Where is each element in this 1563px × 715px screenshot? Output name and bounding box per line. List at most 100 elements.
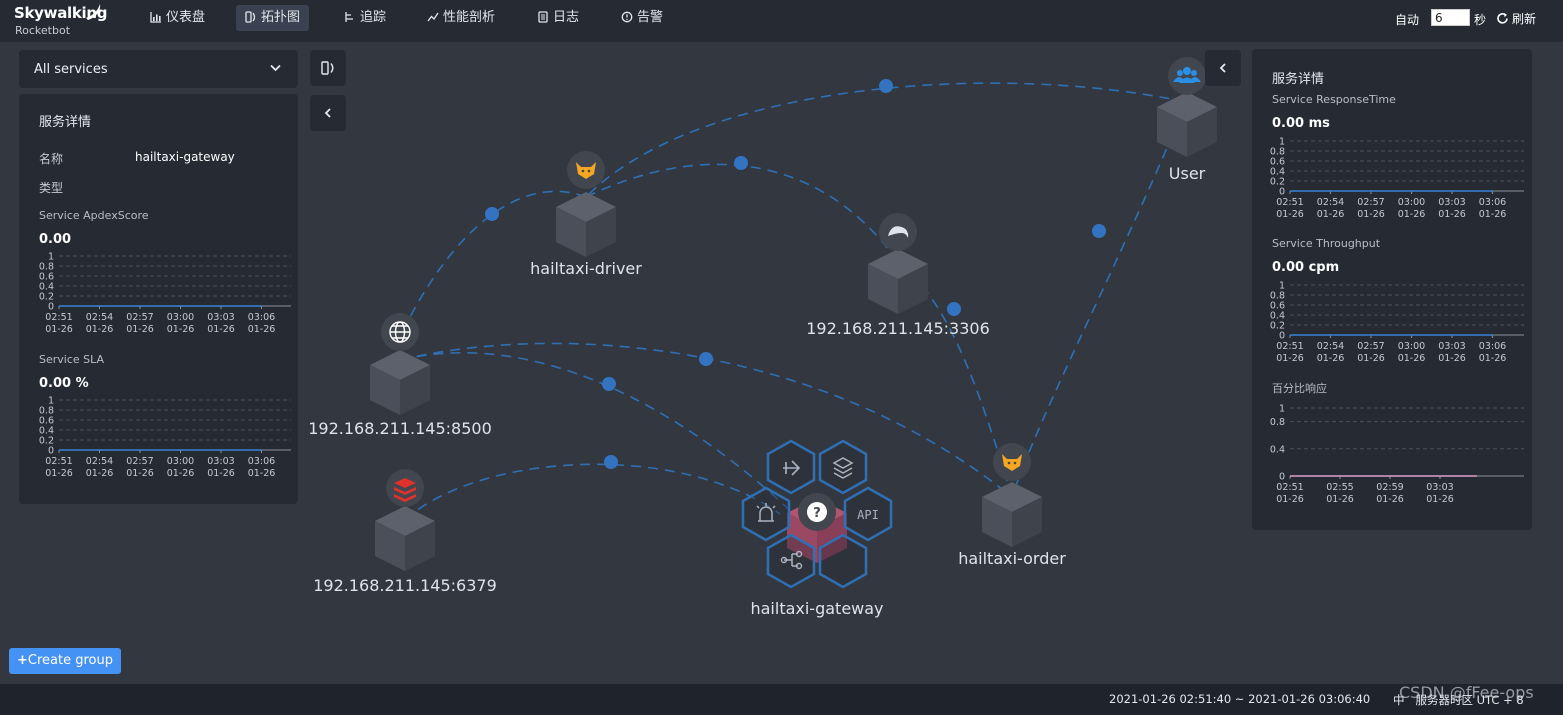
chevron-left-icon [324,108,331,118]
create-group-button[interactable]: +Create group [9,648,121,674]
throughput-chart: 00.20.40.60.8102:5101-2602:5401-2602:570… [1270,281,1524,364]
nav-alarm[interactable]: 告警 [612,5,672,31]
y-tick-label: 0 [1279,331,1285,342]
refresh-icon [1497,13,1508,24]
nav-label: 告警 [637,10,664,25]
edge-dot[interactable] [699,352,713,366]
y-tick-label: 0.8 [1270,417,1285,428]
y-tick-label: 0.6 [39,272,54,283]
edge-consul-gateway[interactable] [399,351,801,521]
percentile-chart: 00.40.8102:5101-2602:5501-2602:5901-2603… [1270,404,1524,505]
logo-swoosh-icon [86,4,101,20]
nav-profile[interactable]: 性能剖析 [418,5,504,31]
x-tick-label: 03:06 [248,312,275,323]
x-tick-label: 02:57 [126,456,153,467]
edge-dot[interactable] [602,377,616,391]
trace-menu-icon[interactable] [766,439,816,495]
y-tick-label: 1 [1279,281,1285,292]
percentile-label: 百分比响应 [1272,382,1327,395]
x-tick-label: 03:06 [1479,341,1506,352]
y-tick-label: 0 [1279,187,1285,198]
response-time-chart: 00.20.40.60.8102:5101-2602:5401-2602:570… [1270,137,1524,220]
x-tick-label: 01-26 [1479,209,1507,220]
y-tick-label: 0.2 [1270,321,1285,332]
nav-dashboard[interactable]: 仪表盘 [141,5,214,31]
y-tick-label: 0.4 [1270,167,1285,178]
node-mysql[interactable] [868,213,928,314]
topology-canvas[interactable]: ? API [0,42,1563,683]
auto-refresh-label[interactable]: 自动 [1395,13,1420,27]
chevron-left-icon [1219,63,1226,73]
collapse-right-button[interactable] [1205,50,1241,86]
nav-topology[interactable]: 拓扑图 [236,5,310,31]
language-toggle[interactable]: 中 [1393,693,1405,707]
edge-dot[interactable] [947,302,961,316]
edge-user-driver[interactable] [585,82,1187,198]
x-tick-label: 01-26 [1376,494,1404,505]
refresh-label: 刷新 [1512,12,1537,26]
refresh-interval-input[interactable]: 6 [1431,9,1470,26]
instance-menu-icon[interactable] [766,533,816,589]
svg-text:?: ? [813,506,821,521]
x-tick-label: 02:55 [1326,482,1353,493]
endpoint-menu-icon[interactable] [818,533,868,589]
node-cube [556,192,616,257]
nav-trace[interactable]: 追踪 [335,5,395,31]
x-tick-label: 01-26 [1276,209,1304,220]
edge-user-order[interactable] [1011,101,1187,498]
edge-consul-order[interactable] [399,342,1013,498]
refresh-button[interactable]: 刷新 [1496,10,1536,27]
node-label-order: hailtaxi-order [958,549,1066,568]
edge-dot[interactable] [879,79,893,93]
x-tick-label: 02:51 [45,312,72,323]
x-tick-label: 02:59 [1376,482,1403,493]
edge-driver-mysql[interactable] [585,163,899,263]
brand-logo[interactable]: Skywalking [14,4,108,22]
time-range[interactable]: 2021-01-26 02:51:40 ~ 2021-01-26 03:06:4… [1109,692,1371,706]
node-hailtaxi-driver[interactable] [556,151,616,257]
service-select-value: All services [34,62,108,77]
y-tick-label: 0.8 [1270,147,1285,158]
edge-dot[interactable] [604,455,618,469]
collapse-left-button[interactable] [310,95,346,131]
edge-redis-gateway[interactable] [404,463,781,521]
topology-icon [245,11,256,23]
x-tick-label: 02:51 [1276,341,1303,352]
top-navbar: Skywalking Rocketbot 仪表盘 拓扑图 追踪 性能剖析 日志 … [0,0,1563,42]
x-tick-label: 02:54 [1317,341,1344,352]
throughput-label: Service Throughput [1272,237,1381,250]
y-tick-label: 1 [48,396,54,407]
node-redis[interactable] [375,469,435,571]
alarm-menu-icon[interactable] [741,486,791,542]
service-name-key: 名称 [39,152,64,166]
edge-dot[interactable] [734,156,748,170]
panel-title: 服务详情 [39,115,92,130]
layers-menu-icon[interactable] [818,439,868,495]
node-user[interactable] [1157,57,1217,157]
bar-chart-icon [150,12,161,23]
timezone-info[interactable]: 中 服务器时区 UTC + 8 [1393,692,1524,708]
x-tick-label: 02:57 [126,312,153,323]
x-tick-label: 01-26 [167,324,195,335]
edge-dot[interactable] [1092,224,1106,238]
sla-chart: 00.20.40.60.8102:5101-2602:5401-2602:570… [39,396,291,479]
y-tick-label: 0.4 [39,426,54,437]
x-tick-label: 01-26 [1438,353,1466,364]
node-label-gateway: hailtaxi-gateway [750,599,884,618]
node-cube [982,482,1042,547]
y-tick-label: 0.8 [1270,291,1285,302]
toggle-view-button[interactable] [310,50,346,86]
trend-icon [427,12,439,22]
api-menu-icon[interactable]: API [843,486,893,542]
nav-label: 仪表盘 [166,10,206,25]
node-consul[interactable] [370,313,430,415]
topology-graph[interactable]: ? API [0,42,1563,683]
nav-logs[interactable]: 日志 [528,5,588,31]
x-tick-label: 01-26 [248,468,276,479]
edge-dot[interactable] [485,207,499,221]
node-hailtaxi-gateway[interactable]: ? [787,493,847,563]
service-detail-panel: 服务详情 名称 hailtaxi-gateway 类型 Service Apde… [19,94,298,504]
x-tick-label: 02:54 [86,456,113,467]
node-hailtaxi-order[interactable] [982,443,1042,547]
service-select[interactable]: All services [19,50,298,88]
